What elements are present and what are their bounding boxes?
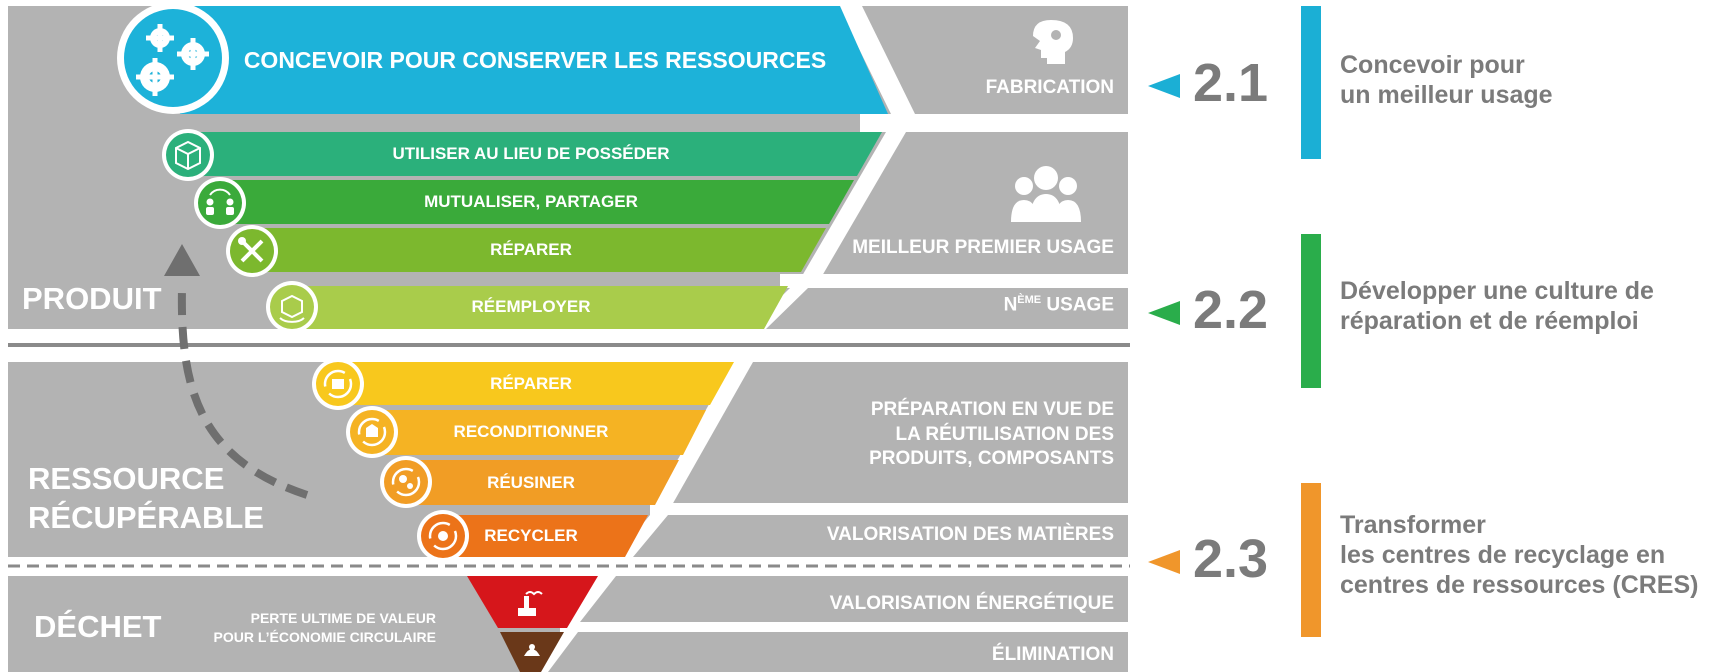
- band-recycler: [442, 515, 648, 557]
- factory-icon: [518, 591, 543, 616]
- head-brain-icon: [1033, 20, 1073, 64]
- separator-row-4: [560, 622, 1130, 632]
- label-preparation: PRÉPARATION EN VUE DE LA RÉUTILISATION D…: [869, 398, 1114, 472]
- arrow-2-3-icon: [1148, 550, 1180, 574]
- group-users-icon: [1011, 166, 1081, 222]
- preparation-line1: PRÉPARATION EN VUE DE: [870, 399, 1114, 420]
- strategy-desc-2-3: Transformer les centres de recyclage en …: [1340, 510, 1698, 600]
- bar-2-3: [1301, 483, 1321, 637]
- label-valorisation-energetique: VALORISATION ÉNERGÉTIQUE: [829, 593, 1114, 614]
- panel-separators: [530, 6, 1130, 672]
- band-reparer-produit: [252, 228, 826, 272]
- separator-fabrication: [838, 6, 915, 114]
- arrow-2-1-icon: [1148, 74, 1180, 98]
- separator-preparation: [652, 362, 753, 505]
- preparation-line3: PRODUITS, COMPOSANTS: [869, 448, 1114, 470]
- box-icon: [162, 129, 214, 181]
- dechet-note-line1: PERTE ULTIME DE VALEUR: [250, 610, 436, 626]
- strategy-2-2-line2: réparation et de réemploi: [1340, 307, 1639, 335]
- strategy-desc-2-1: Concevoir pour un meilleur usage: [1340, 50, 1553, 110]
- strategy-number-2-3: 2.3: [1193, 529, 1269, 589]
- band-mutualiser: [220, 180, 854, 224]
- strategy-2-1-line1: Concevoir pour: [1340, 51, 1525, 79]
- section-ressource-line2: RÉCUPÉRABLE: [28, 500, 264, 535]
- separator-premier-usage: [802, 132, 906, 276]
- band-reusiner: [405, 460, 679, 505]
- label-reemployer: RÉEMPLOYER: [471, 297, 591, 316]
- label-reparer-produit: RÉPARER: [490, 240, 572, 259]
- band-concevoir: [180, 6, 888, 114]
- funnel: [180, 6, 888, 672]
- strategy-desc-2-2: Développer une culture de réparation et …: [1340, 276, 1654, 336]
- neme-n: N: [1003, 294, 1018, 316]
- strategy-number-2-1: 2.1: [1193, 53, 1269, 113]
- remanufacture-icon: [380, 456, 432, 508]
- return-arrow-head: [164, 244, 200, 276]
- band-energetique: [467, 576, 598, 628]
- preparation-line2: LA RÉUTILISATION DES: [895, 423, 1115, 445]
- band-utiliser: [188, 132, 882, 176]
- strategy-2-1-line2: un meilleur usage: [1340, 81, 1553, 109]
- label-fabrication: FABRICATION: [985, 77, 1114, 98]
- separator-row-2: [780, 274, 1130, 288]
- neme-sup: ÈME: [1017, 294, 1042, 306]
- neme-word: USAGE: [1041, 294, 1114, 316]
- label-reusiner: RÉUSINER: [487, 473, 575, 492]
- label-meilleur-premier-usage: MEILLEUR PREMIER USAGE: [852, 237, 1114, 258]
- gears-icon: [117, 2, 229, 114]
- strategy-2-3-line3: centres de ressources (CRES): [1340, 571, 1699, 599]
- label-utiliser: UTILISER AU LIEU DE POSSÉDER: [392, 144, 670, 163]
- label-mutualiser: MUTUALISER, PARTAGER: [424, 192, 638, 211]
- label-recycler: RECYCLER: [484, 526, 578, 545]
- recondition-icon: [346, 406, 398, 458]
- dechet-note-line2: POUR L’ÉCONOMIE CIRCULAIRE: [213, 628, 436, 645]
- arrow-2-2-icon: [1148, 301, 1180, 325]
- separator-row-1: [860, 114, 1130, 132]
- label-reparer-ressource: RÉPARER: [490, 374, 572, 393]
- tools-icon: [226, 225, 278, 277]
- label-valorisation-matieres: VALORISATION DES MATIÈRES: [826, 524, 1114, 545]
- recycle-icon: [417, 510, 469, 562]
- section-dechet: DÉCHET: [34, 609, 162, 644]
- strategy-number-2-2: 2.2: [1193, 280, 1269, 340]
- label-concevoir: CONCEVOIR POUR CONSERVER LES RESSOURCES: [243, 46, 827, 73]
- section-produit: PRODUIT: [22, 281, 162, 316]
- people-sharing-icon: [194, 177, 246, 229]
- produit-ressource-divider: [8, 343, 1130, 347]
- reuse-icon: [266, 281, 318, 333]
- strategy-2-2-line1: Développer une culture de: [1340, 277, 1654, 305]
- separator-row-3: [650, 503, 1130, 515]
- landfill-icon: [524, 644, 540, 656]
- repair-cycle-icon: [312, 358, 364, 410]
- strategy-2-3-line2: les centres de recyclage en: [1340, 541, 1666, 569]
- band-reconditionner: [370, 410, 706, 455]
- dechet-note: PERTE ULTIME DE VALEUR POUR L’ÉCONOMIE C…: [180, 609, 436, 647]
- return-arrow: [177, 287, 309, 499]
- band-reemployer: [290, 286, 788, 329]
- label-reconditionner: RECONDITIONNER: [453, 422, 609, 441]
- label-elimination: ÉLIMINATION: [991, 644, 1114, 665]
- label-neme-usage: NÈME USAGE: [1004, 293, 1114, 318]
- section-ressource-line1: RESSOURCE: [28, 461, 225, 496]
- bar-2-1: [1301, 6, 1321, 159]
- band-reparer-ressource: [336, 362, 734, 405]
- bar-2-2: [1301, 234, 1321, 388]
- strategy-2-3-line1: Transformer: [1340, 511, 1486, 539]
